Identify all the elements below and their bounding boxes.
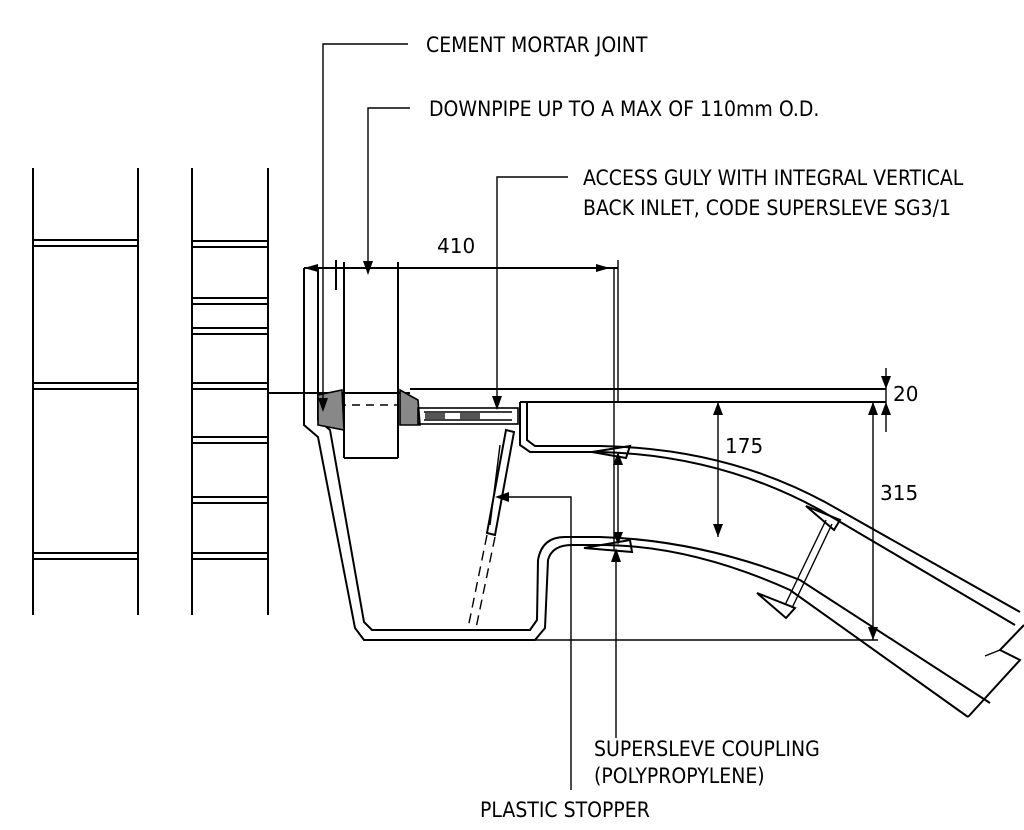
cement-mortar-joint-label: CEMENT MORTAR JOINT (426, 33, 648, 57)
inner-leaf-courses (192, 240, 268, 560)
brick-wall (32, 168, 269, 615)
dimension-label-20: 20 (893, 382, 918, 406)
dimension-175: 175 (713, 402, 763, 537)
access-gully-label-line2: BACK INLET, CODE SUPERSLEVE SG3/1 (583, 196, 951, 220)
dimension-410: 410 (304, 234, 623, 550)
access-gully-label-line1: ACCESS GULY WITH INTEGRAL VERTICAL (583, 166, 964, 190)
plastic-stopper (467, 428, 516, 629)
cement-mortar-joint (317, 388, 421, 431)
leader-lines (318, 43, 621, 790)
downpipe (335, 260, 399, 459)
dimension-315: 315 (535, 402, 918, 641)
supersleve-coupling (583, 444, 842, 620)
downpipe-label: DOWNPIPE UP TO A MAX OF 110mm O.D. (429, 97, 819, 121)
dimension-label-410: 410 (437, 234, 475, 258)
coupling-label-line1: SUPERSLEVE COUPLING (594, 737, 820, 761)
dimension-20: 20 (881, 368, 918, 432)
ground-level-line (268, 388, 886, 403)
dimension-label-315: 315 (880, 481, 918, 505)
gully-grating (417, 407, 519, 425)
dimension-label-175: 175 (725, 434, 763, 458)
coupling-label-line2: (POLYPROPYLENE) (594, 764, 765, 788)
plastic-stopper-label: PLASTIC STOPPER (480, 798, 650, 822)
